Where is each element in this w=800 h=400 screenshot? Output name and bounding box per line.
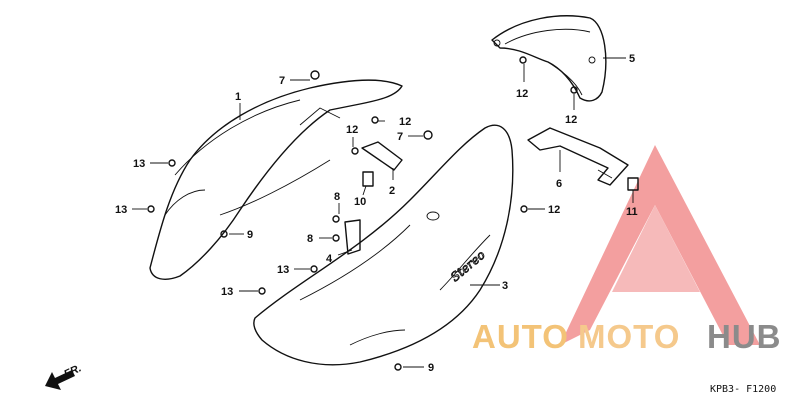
callout-8a: 8 [334,191,340,203]
watermark-part3: HUB [707,318,782,355]
fr-label: FR. [62,362,83,380]
callout-3: 3 [502,280,508,292]
watermark-part2: MOTO [578,318,680,355]
callout-9a: 9 [247,229,253,241]
callout-12b: 12 [565,114,577,126]
callout-7b: 7 [397,131,403,143]
callout-6: 6 [556,178,562,190]
fr-arrow-icon [45,370,75,390]
callout-5: 5 [629,53,635,65]
callout-2: 2 [389,185,395,197]
callout-13b: 13 [115,204,127,216]
fasteners [147,56,578,371]
callout-10: 10 [354,196,366,208]
watermark-triangle [560,145,760,345]
diagram-code: KPB3- F1200 [710,384,776,395]
callout-13c: 13 [277,264,289,276]
callout-1: 1 [235,91,241,103]
part-4-bracket [344,219,361,255]
part-2-stay [361,141,403,171]
callout-7a: 7 [279,75,285,87]
callout-11: 11 [626,206,638,218]
callout-12a: 12 [516,88,528,100]
part-6-bracket [527,127,629,186]
callout-12e: 12 [548,204,560,216]
part-1-side-cover [149,79,403,280]
front-direction-arrow: FR. [45,362,83,390]
watermark-triangle-inner [612,205,700,292]
part-10-clip [362,171,374,187]
callout-9b: 9 [428,362,434,374]
callout-labels: 1 2 3 4 5 6 7 7 8 8 9 9 10 11 12 12 12 1… [115,53,638,374]
callout-8b: 8 [307,233,313,245]
watermark-text: AUTO MOTO HUB [472,318,782,355]
leader-lines [132,57,634,368]
callout-13d: 13 [221,286,233,298]
part-5-rear-upper-cover [491,15,607,102]
watermark-part1: AUTO [472,318,569,355]
callout-12c: 12 [399,116,411,128]
callout-12d: 12 [346,124,358,136]
callout-4: 4 [326,253,333,265]
svg-text:Stereo: Stereo [448,248,488,285]
callout-13a: 13 [133,158,145,170]
watermark-triangle-outer [560,145,760,345]
